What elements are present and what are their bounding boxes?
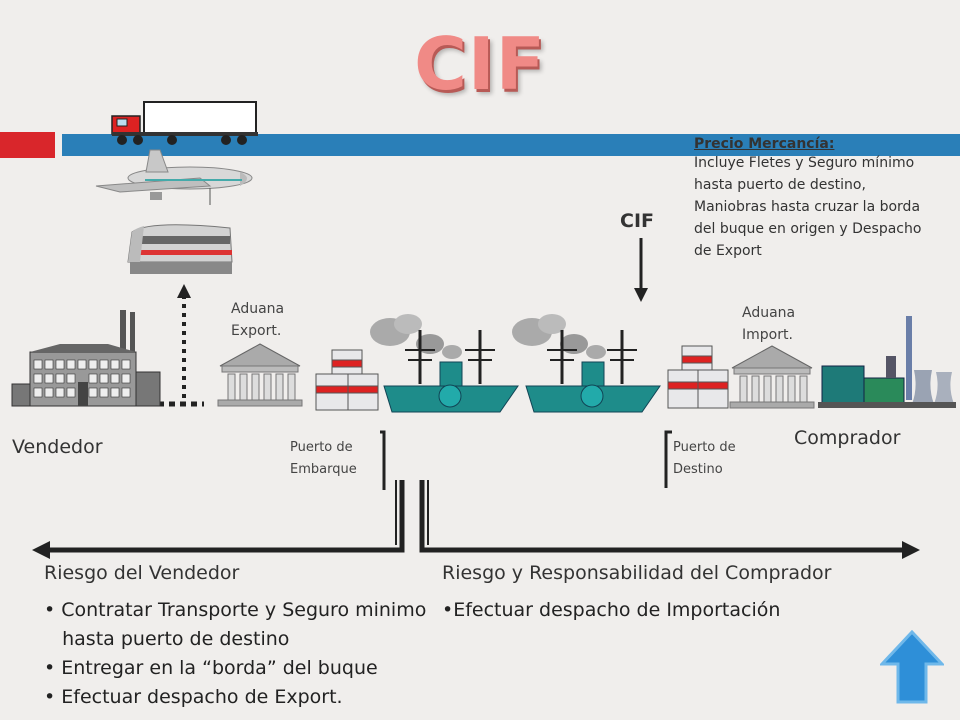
slide-title: CIF bbox=[414, 22, 546, 106]
port-markers bbox=[380, 430, 672, 490]
list-item: hasta puerto de destino bbox=[44, 628, 290, 650]
customs-building-icon bbox=[217, 343, 303, 407]
port-destination-line: Puerto de bbox=[673, 440, 736, 455]
industrial-plant-icon bbox=[818, 316, 956, 408]
list-item: • Contratar Transporte y Seguro minimo bbox=[44, 599, 427, 621]
price-line: Incluye Fletes y Seguro mínimo bbox=[694, 155, 915, 171]
price-line: hasta puerto de destino, bbox=[694, 177, 866, 193]
customs-export-label: Aduana Export. bbox=[231, 298, 284, 342]
cif-down-arrow bbox=[634, 238, 648, 302]
price-box: Precio Mercancía: Incluye Fletes y Segur… bbox=[694, 136, 956, 262]
truck-icon bbox=[111, 101, 258, 145]
factory-icon bbox=[11, 310, 161, 407]
list-item: • Entregar en la “borda” del buque bbox=[44, 657, 378, 679]
dotted-path-arrow bbox=[158, 284, 204, 407]
customs-export-line: Aduana bbox=[231, 301, 285, 317]
seller-label: Vendedor bbox=[12, 436, 103, 458]
port-origin-line: Puerto de bbox=[290, 440, 353, 455]
ship-icon bbox=[370, 314, 519, 413]
seller-risk-heading: Riesgo del Vendedor bbox=[44, 562, 240, 584]
price-line: Maniobras hasta cruzar la borda bbox=[694, 199, 921, 215]
customs-import-line: Import. bbox=[742, 327, 793, 343]
buyer-label: Comprador bbox=[794, 427, 901, 449]
price-line: de Export bbox=[694, 243, 762, 259]
cif-marker-label: CIF bbox=[620, 210, 654, 232]
airplane-icon bbox=[95, 149, 253, 205]
train-icon bbox=[127, 224, 233, 274]
risk-arrows bbox=[32, 480, 920, 559]
customs-building-icon bbox=[729, 345, 815, 409]
buyer-risk-heading: Riesgo y Responsabilidad del Comprador bbox=[442, 562, 832, 584]
container-icon bbox=[315, 349, 379, 411]
port-destination-line: Destino bbox=[673, 462, 723, 477]
customs-import-label: Aduana Import. bbox=[742, 302, 795, 346]
up-arrow-nav-icon[interactable] bbox=[880, 630, 944, 704]
list-item: • Efectuar despacho de Export. bbox=[44, 686, 343, 708]
ship-icon bbox=[512, 314, 661, 413]
list-item: •Efectuar despacho de Importación bbox=[442, 599, 781, 621]
customs-export-line: Export. bbox=[231, 323, 282, 339]
header-band-blue bbox=[62, 134, 960, 156]
price-line: del buque en origen y Despacho bbox=[694, 221, 922, 237]
seller-risk-list: • Contratar Transporte y Seguro minimo h… bbox=[44, 596, 444, 712]
price-heading: Precio Mercancía: bbox=[694, 136, 835, 152]
port-origin-line: Embarque bbox=[290, 462, 357, 477]
port-destination-label: Puerto de Destino bbox=[673, 437, 736, 481]
header-band-red bbox=[0, 132, 55, 158]
customs-import-line: Aduana bbox=[742, 305, 796, 321]
port-origin-label: Puerto de Embarque bbox=[290, 437, 357, 481]
container-icon bbox=[667, 345, 729, 409]
buyer-risk-list: •Efectuar despacho de Importación bbox=[442, 596, 862, 625]
